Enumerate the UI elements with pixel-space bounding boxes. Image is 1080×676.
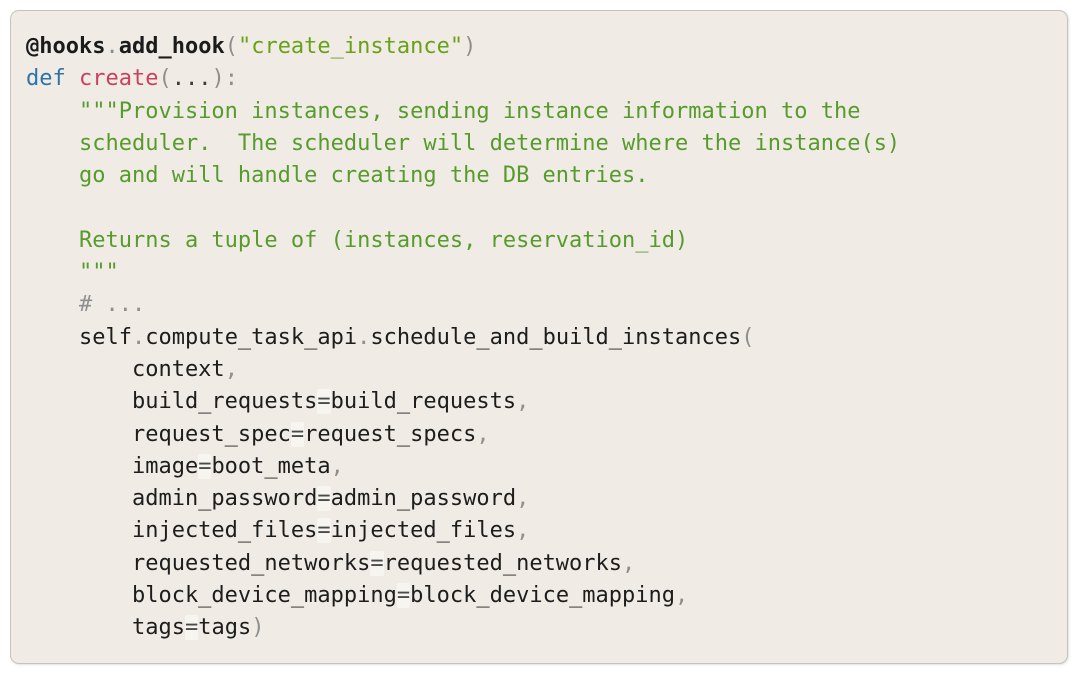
code-token-o: =	[317, 389, 331, 415]
code-token-d: """Provision instances, sending instance…	[26, 98, 861, 124]
code-line: image=boot_meta,	[26, 451, 1053, 483]
code-token-p: ,	[622, 550, 636, 576]
code-token-o: =	[198, 453, 212, 479]
code-token-t	[66, 66, 79, 91]
code-token-t: request_spec	[26, 421, 291, 447]
code-token-p: )	[251, 615, 265, 641]
code-token-s: "create_instance"	[237, 34, 464, 59]
code-token-p: (	[158, 66, 172, 92]
code-token-t: boot_meta	[211, 453, 331, 479]
code-token-d: """	[26, 260, 119, 286]
code-line: # ...	[26, 289, 1053, 321]
code-block: @hooks.add_hook("create_instance")def cr…	[11, 11, 1067, 645]
code-token-t: build_requests	[26, 389, 318, 415]
code-line: admin_password=admin_password,	[26, 483, 1053, 515]
code-token-t: admin_password	[26, 486, 318, 512]
code-token-o: =	[396, 583, 411, 609]
code-token-p: ,	[516, 486, 530, 512]
code-token-o: =	[317, 518, 331, 544]
code-token-k: def	[26, 66, 66, 92]
code-token-p: ,	[675, 583, 689, 609]
code-line: tags=tags)	[26, 612, 1053, 644]
code-token-p: ,	[476, 421, 490, 447]
code-token-p: .	[105, 34, 119, 59]
code-token-dec: @hooks	[26, 34, 106, 59]
code-token-e: ...	[171, 66, 212, 92]
code-token-t: injected_files	[26, 518, 318, 544]
code-token-o: =	[184, 615, 199, 641]
code-token-c: # ...	[26, 292, 146, 318]
code-token-p: (	[224, 34, 238, 59]
code-token-p: .	[131, 324, 146, 350]
code-token-d: scheduler. The scheduler will determine …	[26, 130, 901, 156]
code-line: Returns a tuple of (instances, reservati…	[26, 225, 1053, 257]
code-line: self.compute_task_api.schedule_and_build…	[26, 322, 1053, 354]
code-token-t: block_device_mapping	[26, 583, 397, 609]
code-token-t: schedule_and_build_instances	[370, 324, 742, 350]
code-line: """Provision instances, sending instance…	[26, 96, 1053, 128]
code-line: build_requests=build_requests,	[26, 386, 1053, 418]
code-token-t: admin_password	[330, 486, 517, 512]
code-token-p: ,	[224, 356, 238, 382]
code-token-t: image	[26, 453, 199, 479]
code-token-o: =	[370, 550, 384, 576]
code-line: scheduler. The scheduler will determine …	[26, 128, 1053, 160]
code-token-p: ):	[211, 66, 238, 92]
code-line: def create(...):	[26, 63, 1053, 95]
code-token-o: =	[290, 421, 305, 447]
code-token-p: .	[357, 324, 371, 350]
code-token-t: tags	[26, 615, 185, 641]
code-token-p: ,	[516, 389, 530, 415]
code-line: injected_files=injected_files,	[26, 515, 1053, 547]
code-token-t: requested_networks	[383, 550, 623, 576]
code-token-t: self	[26, 324, 132, 350]
code-token-dec: add_hook	[118, 34, 225, 59]
code-token-t: requested_networks	[26, 550, 371, 576]
code-token-p: ,	[516, 518, 530, 544]
code-token-d: Returns a tuple of (instances, reservati…	[26, 227, 689, 253]
code-token-d: go and will handle creating the DB entri…	[26, 163, 649, 189]
code-line: @hooks.add_hook("create_instance")	[26, 31, 1053, 63]
code-card: @hooks.add_hook("create_instance")def cr…	[10, 10, 1068, 664]
code-token-t: request_specs	[304, 421, 477, 447]
code-line: """	[26, 257, 1053, 289]
code-line: go and will handle creating the DB entri…	[26, 160, 1053, 192]
code-line: requested_networks=requested_networks,	[26, 548, 1053, 580]
code-token-t: build_requests	[330, 389, 517, 415]
code-token-t: injected_files	[330, 518, 517, 544]
code-token-f: create	[79, 66, 159, 92]
code-token-o: =	[317, 486, 331, 512]
code-token-t: block_device_mapping	[410, 583, 676, 609]
code-line: block_device_mapping=block_device_mappin…	[26, 580, 1053, 612]
code-token-p: ,	[330, 453, 344, 479]
code-line	[26, 192, 1053, 224]
code-token-p: )	[463, 34, 477, 59]
code-token-t: compute_task_api	[145, 324, 358, 350]
code-line: context,	[26, 354, 1053, 386]
code-line: request_spec=request_specs,	[26, 419, 1053, 451]
code-token-t: context	[26, 356, 225, 382]
code-token-t: tags	[198, 615, 252, 641]
code-token-p: (	[741, 324, 755, 350]
